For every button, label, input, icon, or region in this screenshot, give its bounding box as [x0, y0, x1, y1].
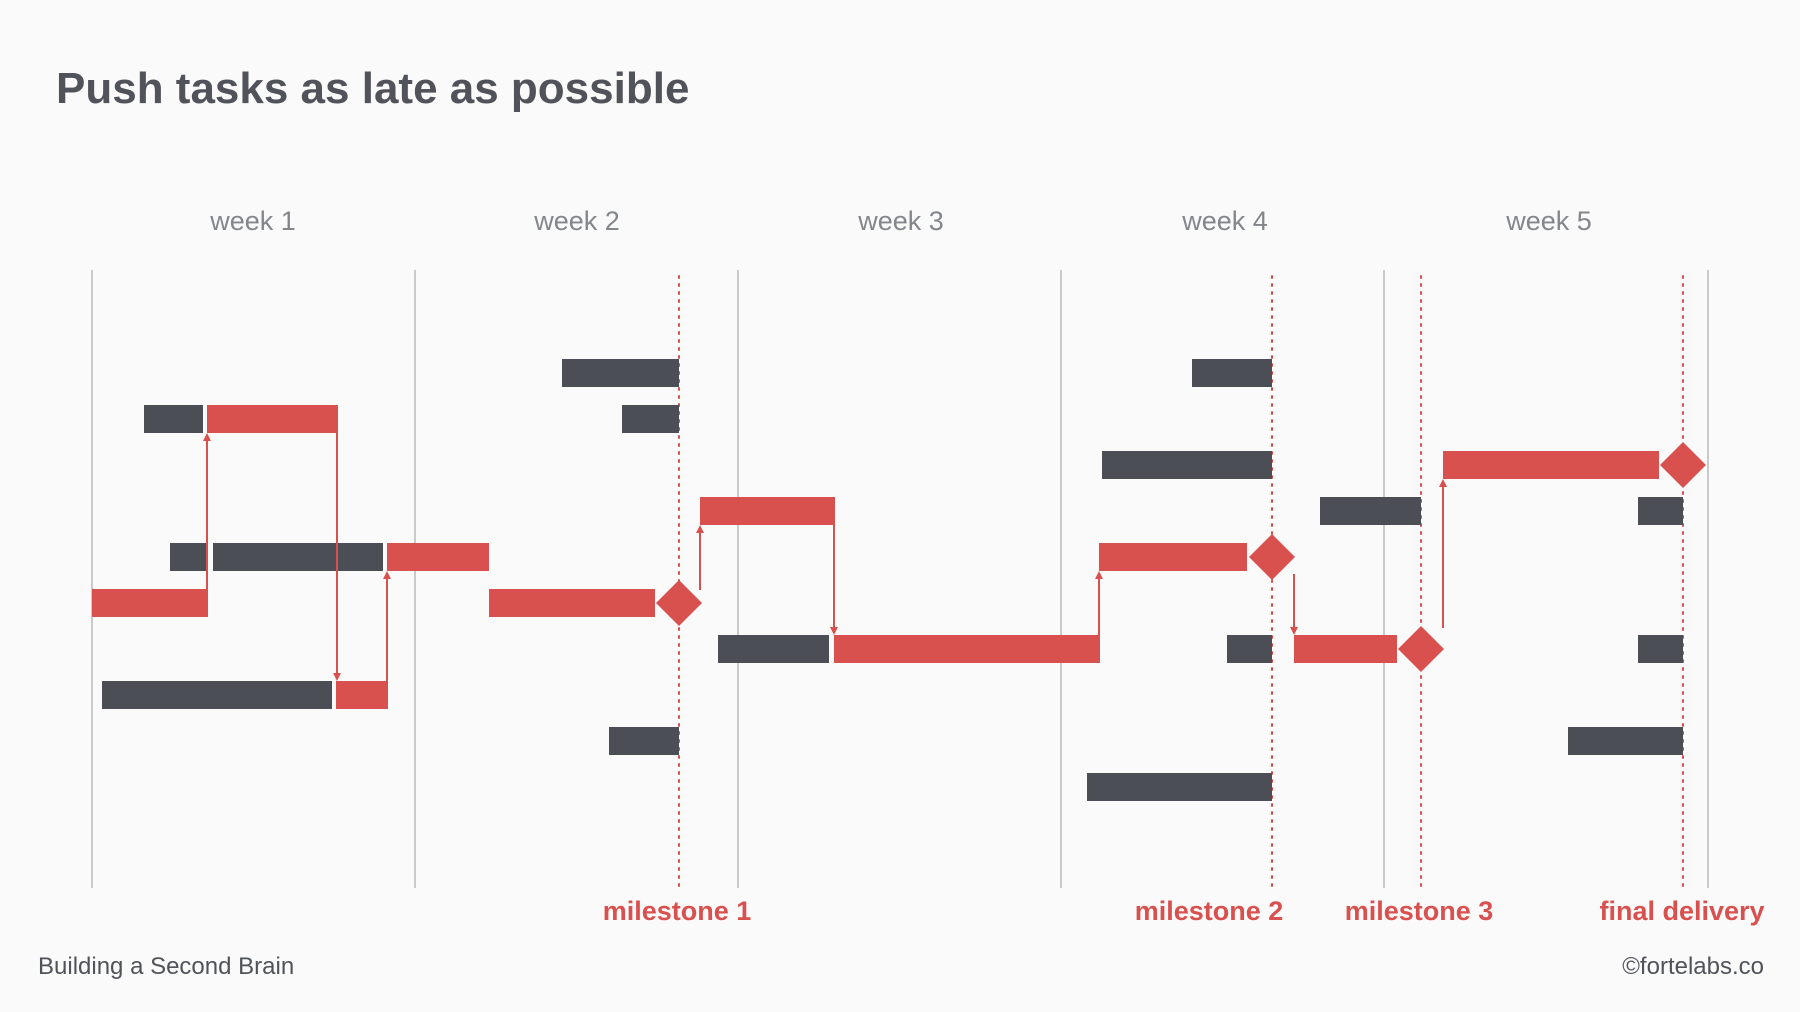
critical-task-bar — [489, 589, 655, 617]
task-bar — [718, 635, 829, 663]
week-2-label: week 2 — [534, 206, 620, 236]
critical-task-bar — [1443, 451, 1659, 479]
milestone-1-diamond — [656, 580, 702, 626]
footer-copyright: ©fortelabs.co — [1622, 953, 1764, 980]
week-3-label: week 3 — [858, 206, 944, 236]
week-1-label: week 1 — [210, 206, 296, 236]
task-bar — [1638, 635, 1683, 663]
critical-task-bar — [336, 681, 388, 709]
critical-task-bar — [387, 543, 489, 571]
critical-task-bar — [92, 589, 208, 617]
task-bar — [1192, 359, 1272, 387]
milestone-1-label: milestone 1 — [602, 896, 752, 926]
critical-task-bar — [1099, 543, 1247, 571]
final-delivery-label: final delivery — [1599, 896, 1765, 926]
task-bar — [1102, 451, 1272, 479]
task-bar — [562, 359, 679, 387]
task-bar — [1568, 727, 1683, 755]
week-5-label: week 5 — [1506, 206, 1592, 236]
task-bar — [1320, 497, 1421, 525]
task-bar — [1087, 773, 1272, 801]
task-bar — [609, 727, 679, 755]
critical-task-bar — [700, 497, 835, 525]
milestone-3-label: milestone 3 — [1344, 896, 1494, 926]
task-bar — [144, 405, 203, 433]
task-bar — [1227, 635, 1272, 663]
final-delivery-diamond — [1660, 442, 1706, 488]
task-bar — [170, 543, 207, 571]
milestone-2-diamond — [1249, 534, 1295, 580]
task-bar — [1638, 497, 1683, 525]
task-bar — [622, 405, 679, 433]
milestone-3-diamond — [1398, 626, 1444, 672]
critical-task-bar — [1294, 635, 1397, 663]
diagram-title: Push tasks as late as possible — [56, 64, 690, 113]
task-bar — [213, 543, 383, 571]
critical-task-bar — [834, 635, 1100, 663]
week-4-label: week 4 — [1182, 206, 1268, 236]
footer-book-title: Building a Second Brain — [38, 953, 295, 980]
milestone-2-label: milestone 2 — [1134, 896, 1284, 926]
critical-task-bar — [207, 405, 338, 433]
task-bar — [102, 681, 332, 709]
